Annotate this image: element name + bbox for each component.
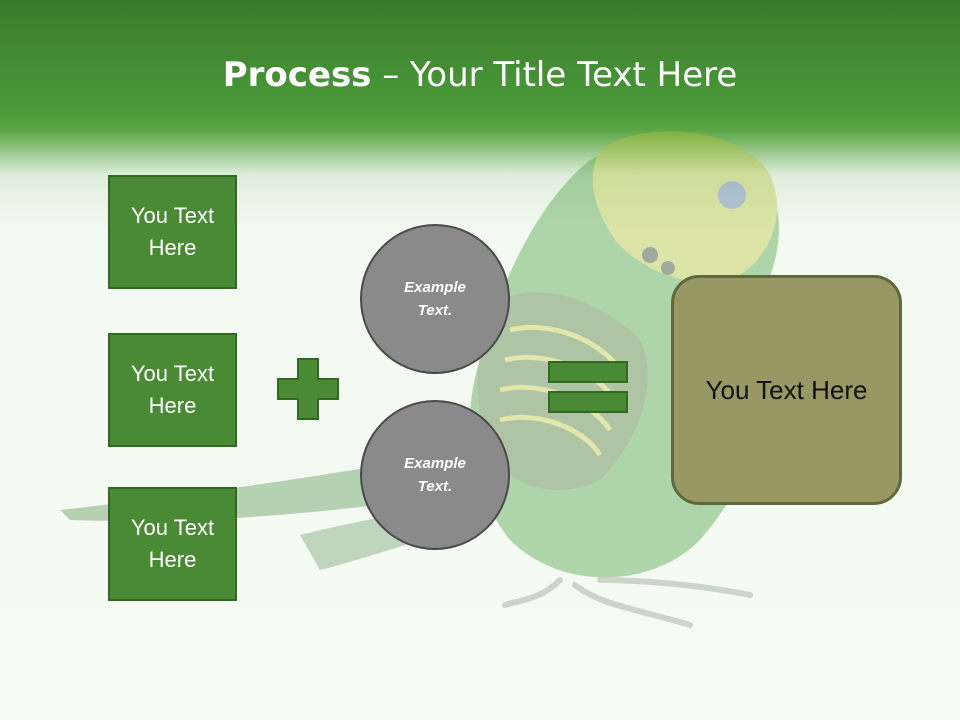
left-box-2: You Text Here xyxy=(108,333,237,447)
example-circle-2: Example Text. xyxy=(360,400,510,550)
slide-title: Process – Your Title Text Here xyxy=(0,52,960,98)
title-bold: Process xyxy=(222,55,372,95)
left-box-3: You Text Here xyxy=(108,487,237,601)
title-rest: – Your Title Text Here xyxy=(371,55,738,95)
example-circle-1: Example Text. xyxy=(360,224,510,374)
plus-icon xyxy=(277,358,339,420)
left-box-1: You Text Here xyxy=(108,175,237,289)
equals-icon xyxy=(548,361,628,413)
result-box: You Text Here xyxy=(671,275,902,505)
